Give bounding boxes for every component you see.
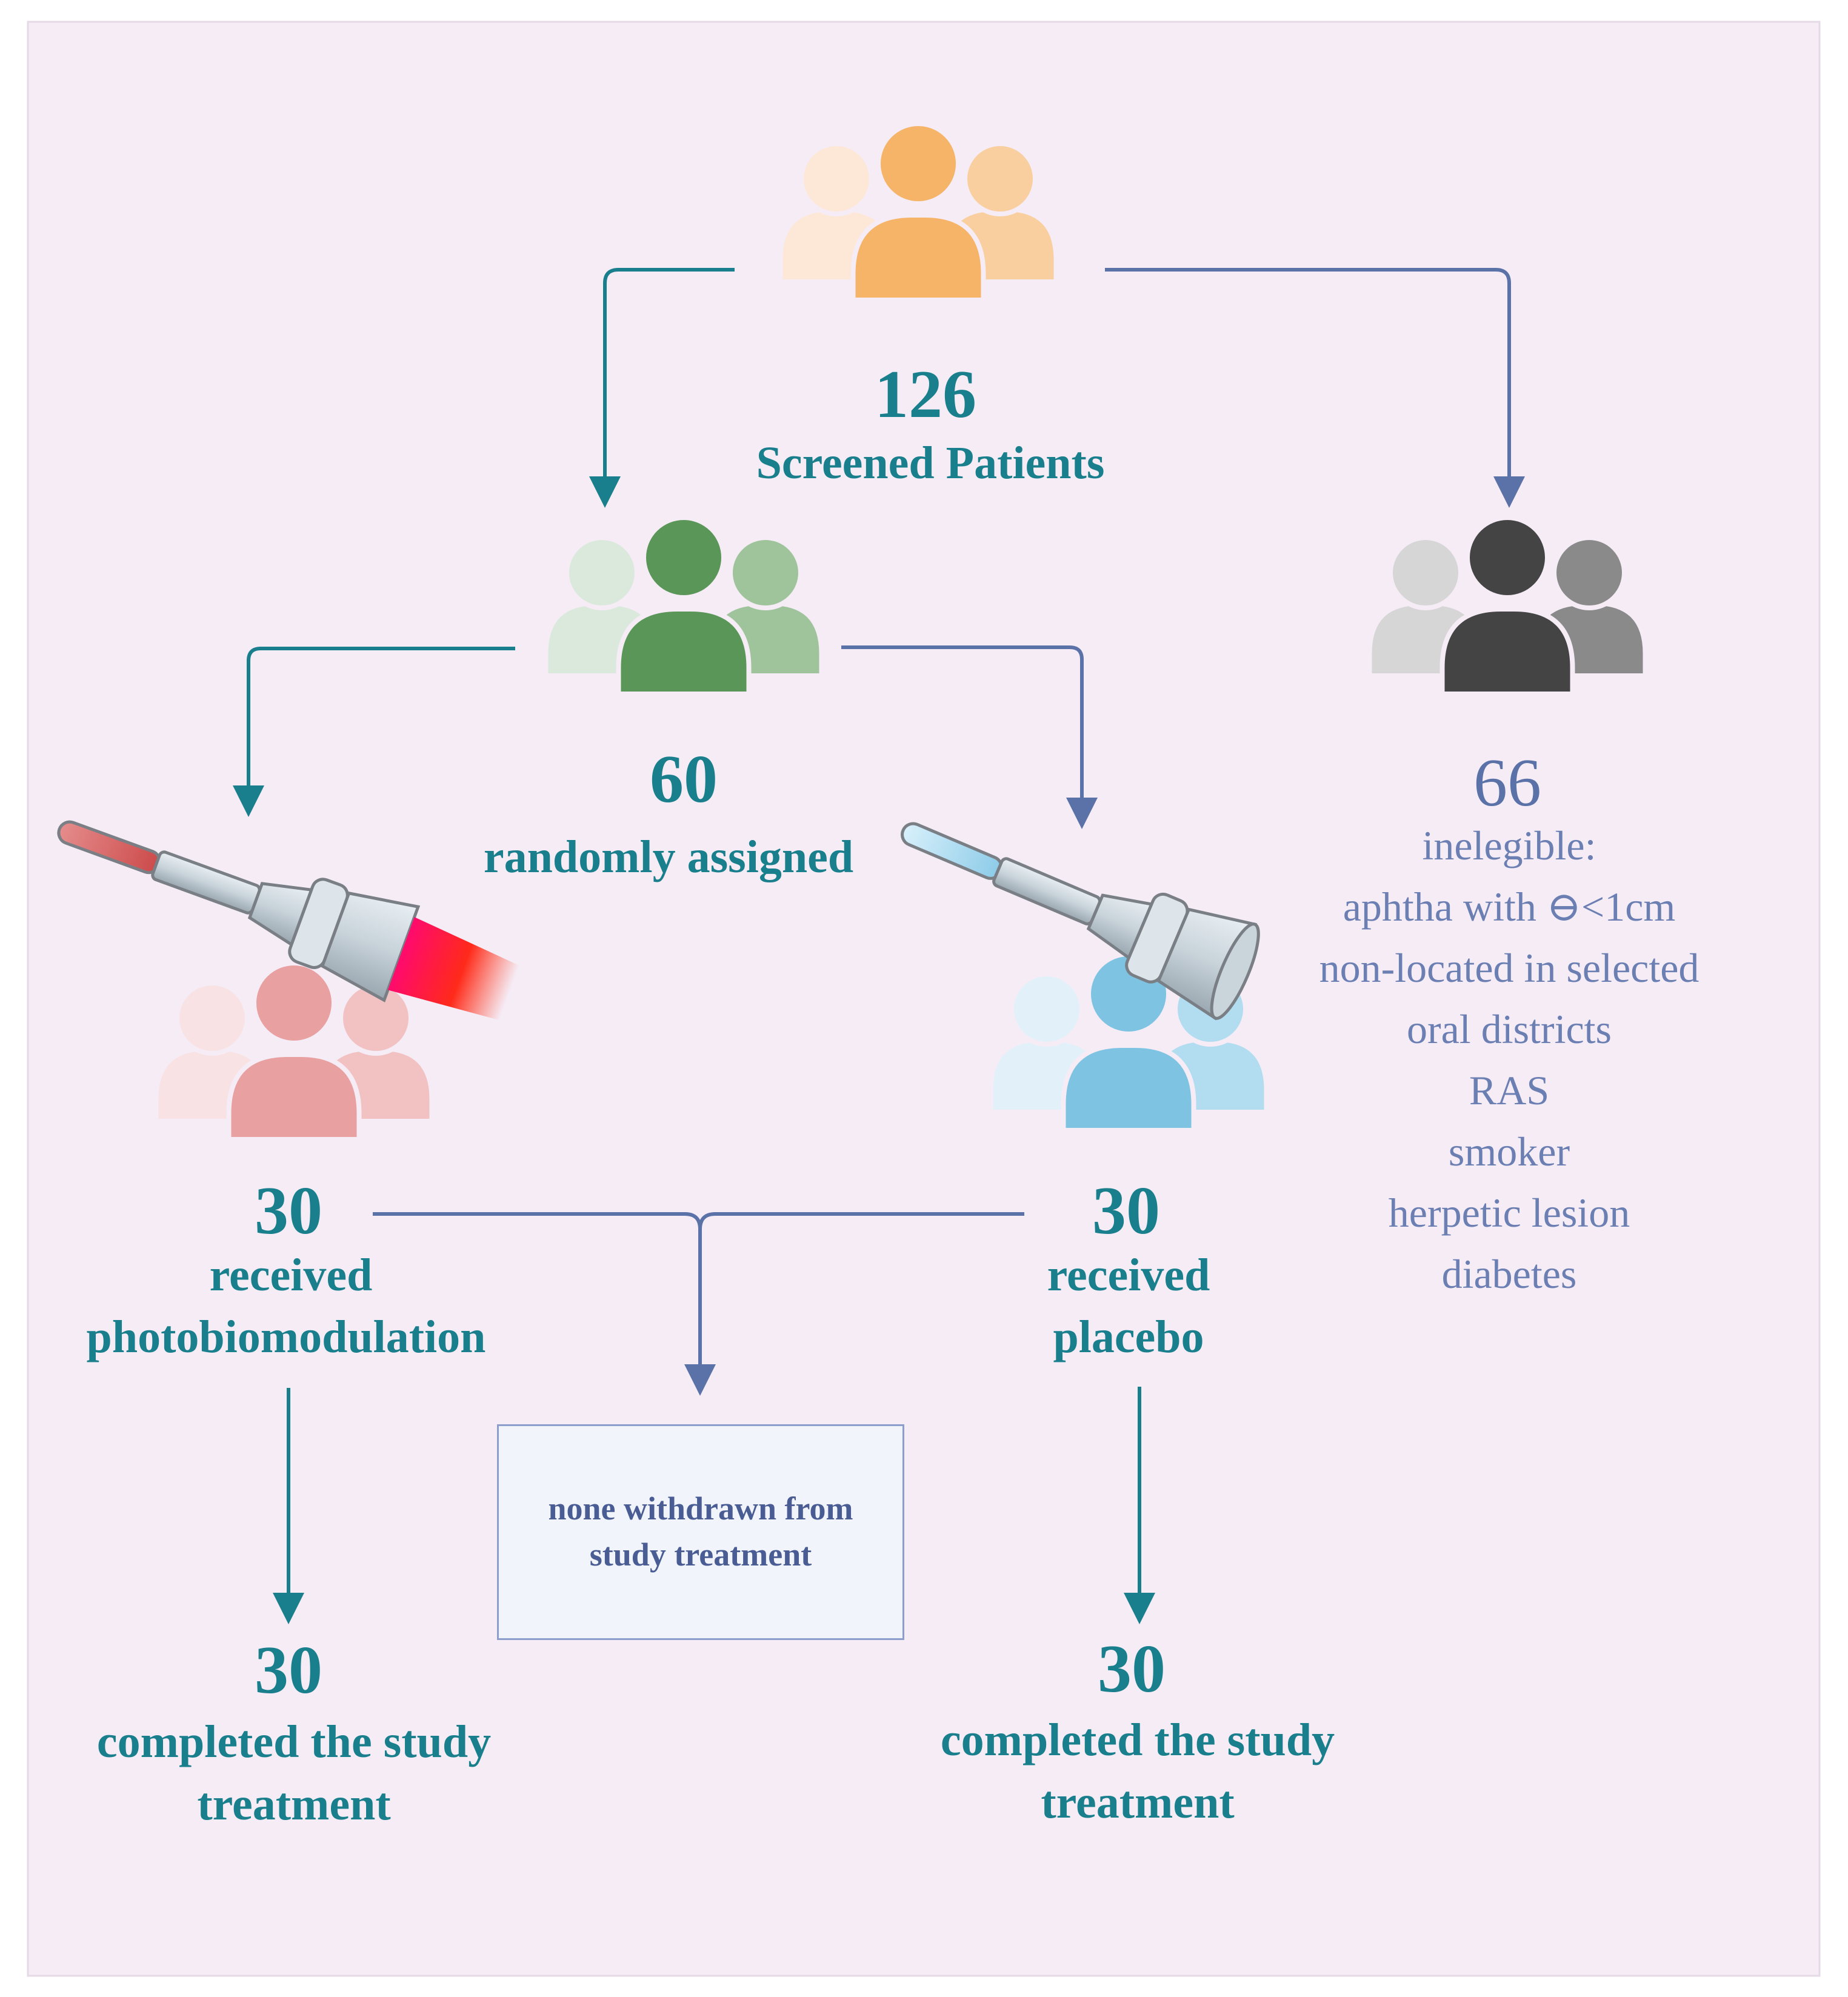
people-group-icon — [1367, 515, 1648, 696]
ineligible-reasons: inelegible: aphtha with ⊖<1cm non-locate… — [1319, 815, 1700, 1305]
pbm-completed-label-line1: completed the study — [96, 1716, 492, 1767]
laser-probe-icon — [901, 822, 1260, 1021]
ineligible-line: smoker — [1448, 1129, 1570, 1175]
ineligible-line: non-located in selected — [1319, 945, 1700, 991]
ineligible-line: diabetes — [1441, 1251, 1577, 1297]
pbm-label-line2: photobiomodulation — [86, 1312, 486, 1362]
placebo-label-line2: placebo — [1053, 1312, 1204, 1362]
ineligible-line: aphtha with ⊖<1cm — [1343, 884, 1676, 930]
pbm-label-line1: received — [209, 1250, 373, 1301]
ineligible-line: herpetic lesion — [1388, 1190, 1630, 1236]
connector-placebo-to-completed-arrowhead — [1124, 1593, 1155, 1624]
ineligible-line: inelegible: — [1422, 822, 1596, 868]
person-front — [616, 515, 752, 696]
connector-pbm-to-completed-arrowhead — [273, 1593, 304, 1624]
connector-to-pbm — [247, 647, 515, 791]
pbm-count: 30 — [255, 1173, 322, 1249]
connectors — [233, 268, 1525, 1624]
pbm-completed-label-line2: treatment — [197, 1779, 391, 1830]
placebo-completed-label-line1: completed the study — [940, 1715, 1335, 1765]
icons-layer — [153, 121, 1648, 1142]
person-front — [1439, 515, 1575, 696]
placebo-completed-label-line2: treatment — [1041, 1777, 1235, 1828]
ineligible-line: RAS — [1469, 1067, 1550, 1113]
person-front — [226, 961, 362, 1142]
withdrawn-box: none withdrawn from study treatment — [497, 1424, 904, 1640]
connector-to-pbm-arrowhead — [233, 785, 264, 817]
randomized-count: 60 — [650, 742, 718, 817]
person-front — [850, 121, 986, 302]
screened-label: Screened Patients — [756, 438, 1105, 488]
people-group-icon — [543, 515, 824, 696]
people-group-icon — [778, 121, 1059, 302]
connector-placebo-to-withdrawn — [698, 1212, 1024, 1367]
pbm-completed-count: 30 — [255, 1633, 322, 1708]
placebo-label-line1: received — [1047, 1250, 1210, 1301]
placebo-completed-count: 30 — [1098, 1632, 1166, 1707]
ineligible-line: oral districts — [1406, 1006, 1612, 1052]
people-group-icon — [153, 961, 435, 1142]
screened-count: 126 — [875, 357, 976, 432]
connector-to-ineligible — [1105, 268, 1511, 479]
connector-to-placebo — [841, 645, 1084, 800]
people-group-icon — [988, 952, 1269, 1133]
placebo-count: 30 — [1092, 1173, 1160, 1249]
laser-probe-icon — [57, 820, 519, 1021]
randomized-label: randomly assigned — [483, 832, 854, 882]
connector-to-placebo-arrowhead — [1066, 798, 1098, 829]
withdrawn-text: none withdrawn from study treatment — [548, 1490, 853, 1573]
connector-to-randomized — [603, 268, 735, 479]
connector-to-ineligible-arrowhead — [1493, 476, 1525, 508]
connector-to-randomized-arrowhead — [589, 476, 621, 508]
ineligible-count: 66 — [1473, 745, 1541, 821]
connector-placebo-to-withdrawn-arrowhead — [684, 1364, 716, 1396]
